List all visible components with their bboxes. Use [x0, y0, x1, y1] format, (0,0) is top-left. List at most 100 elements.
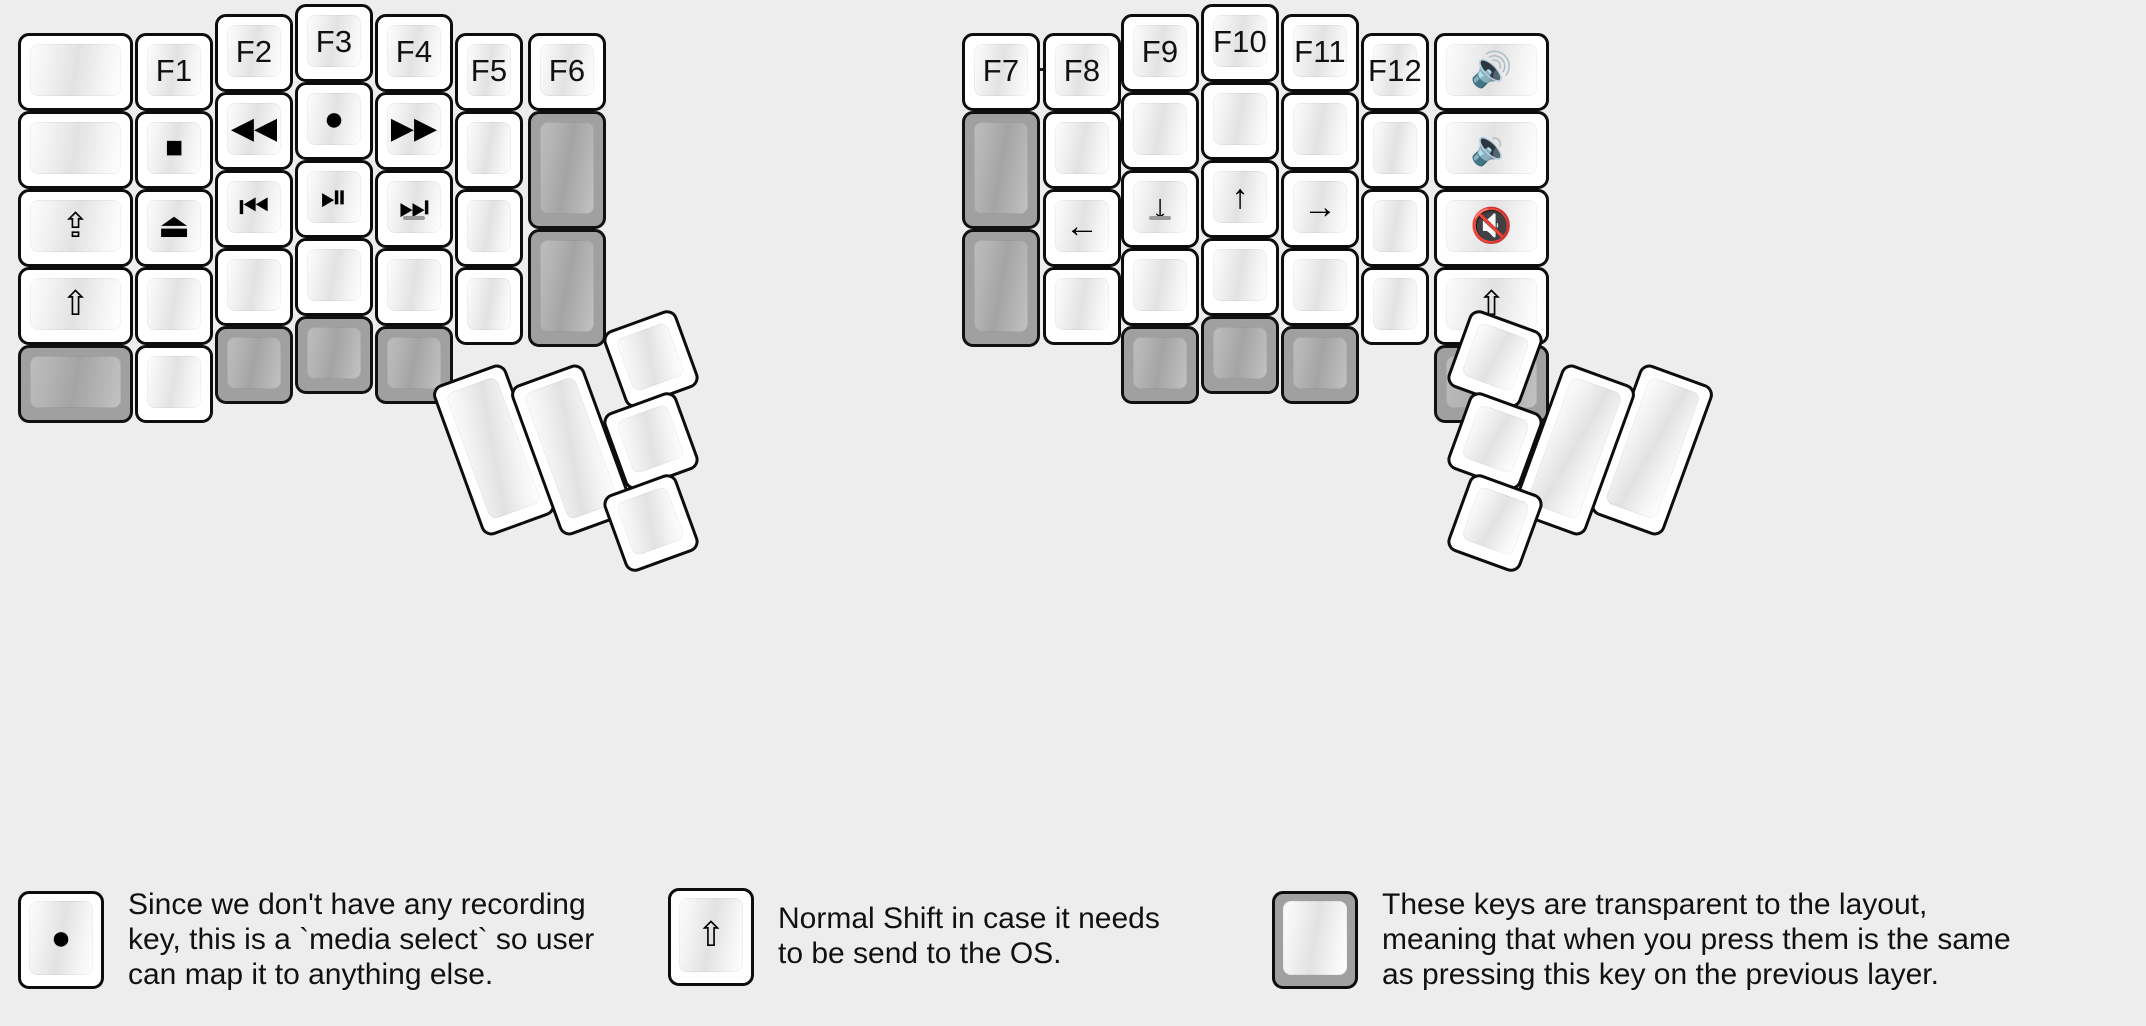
- key-col-outer-left-0[interactable]: [18, 33, 133, 111]
- keycap: ←: [1055, 200, 1109, 252]
- key-col-outer-left-4-transparent[interactable]: [18, 345, 133, 423]
- arrow-left-icon: ←: [1065, 207, 1099, 245]
- fast-forward-icon: ▶▶: [390, 112, 438, 145]
- prev-track-icon: ⏮: [238, 188, 270, 226]
- keycap: F10: [1213, 15, 1267, 67]
- keycap: [540, 240, 594, 332]
- key-col-f4-3[interactable]: [375, 248, 453, 326]
- key-col-f1-4[interactable]: [135, 345, 213, 423]
- key-col-f9-4-transparent[interactable]: [1121, 326, 1199, 404]
- keycap: ⇧: [30, 278, 121, 330]
- arrow-up-icon: ↑: [1231, 178, 1249, 216]
- key-col-f8-2[interactable]: ←: [1043, 189, 1121, 267]
- key-col-f7-1-transparent[interactable]: [962, 111, 1040, 229]
- shift-icon: ⇧: [61, 285, 90, 323]
- key-col-f11-4-transparent[interactable]: [1281, 326, 1359, 404]
- key-col-f10-1[interactable]: [1201, 82, 1279, 160]
- key-col-f9-3[interactable]: [1121, 248, 1199, 326]
- key-col-f5-3[interactable]: [455, 267, 523, 345]
- legend-text-0: Since we don't have any recording key, t…: [128, 888, 595, 991]
- key-col-f10-3[interactable]: [1201, 238, 1279, 316]
- key-col-outer-left-3[interactable]: ⇧: [18, 267, 133, 345]
- key-col-f2-3[interactable]: [215, 248, 293, 326]
- key-col-f3-4-transparent[interactable]: [295, 316, 373, 394]
- key-col-f12-2[interactable]: [1361, 189, 1429, 267]
- key-col-f1-1[interactable]: ■: [135, 111, 213, 189]
- keycap: ⏯: [307, 171, 361, 223]
- keycap: ⏮: [227, 181, 281, 233]
- keycap: [1133, 103, 1187, 155]
- key-col-f6-2-transparent[interactable]: [528, 229, 606, 347]
- keycap: 🔊: [1446, 44, 1537, 96]
- key-col-f7-0[interactable]: F7: [962, 33, 1040, 111]
- key-col-outer-right-1[interactable]: 🔉: [1434, 111, 1549, 189]
- key-col-f5-1[interactable]: [455, 111, 523, 189]
- keycap: →: [1293, 181, 1347, 233]
- key-col-f11-3[interactable]: [1281, 248, 1359, 326]
- key-col-f2-0[interactable]: F2: [215, 14, 293, 92]
- key-left-thumb-2[interactable]: [600, 307, 702, 411]
- key-col-f6-0[interactable]: F6: [528, 33, 606, 111]
- legend-item-0: ●Since we don't have any recording key, …: [18, 888, 594, 992]
- key-col-outer-left-2[interactable]: ⇪: [18, 189, 133, 267]
- key-col-f8-1[interactable]: [1043, 111, 1121, 189]
- keycap: [974, 122, 1028, 214]
- legend-text-2: These keys are transparent to the layout…: [1382, 888, 2011, 991]
- legend-key-1: ⇧: [668, 888, 754, 986]
- key-col-f4-2[interactable]: ⏭: [375, 170, 453, 248]
- key-col-f11-2[interactable]: →: [1281, 170, 1359, 248]
- key-col-f1-0[interactable]: F1: [135, 33, 213, 111]
- key-col-f3-3[interactable]: [295, 238, 373, 316]
- key-col-f9-2[interactable]: ↓: [1121, 170, 1199, 248]
- keycap: F11: [1293, 25, 1347, 77]
- key-col-f2-1[interactable]: ◀◀: [215, 92, 293, 170]
- key-col-f3-0[interactable]: F3: [295, 4, 373, 82]
- keycap: ⇪: [30, 200, 121, 252]
- key-col-outer-left-1[interactable]: [18, 111, 133, 189]
- arrow-down-icon: ↓: [1151, 188, 1169, 226]
- keycap: ↑: [1213, 171, 1267, 223]
- key-col-outer-right-0[interactable]: 🔊: [1434, 33, 1549, 111]
- key-col-f1-3[interactable]: [135, 267, 213, 345]
- keycap: [1055, 278, 1109, 330]
- key-col-f10-4-transparent[interactable]: [1201, 316, 1279, 394]
- key-col-f5-0[interactable]: F5: [455, 33, 523, 111]
- key-col-f4-1[interactable]: ▶▶: [375, 92, 453, 170]
- keycap: [974, 240, 1028, 332]
- key-col-f1-2[interactable]: ⏏: [135, 189, 213, 267]
- keycap: [540, 122, 594, 214]
- legend-item-2: These keys are transparent to the layout…: [1272, 888, 2011, 992]
- key-col-f10-2[interactable]: ↑: [1201, 160, 1279, 238]
- keycap: [1373, 122, 1417, 174]
- key-col-f4-0[interactable]: F4: [375, 14, 453, 92]
- key-col-f2-4-transparent[interactable]: [215, 326, 293, 404]
- keycap: ●: [307, 93, 361, 145]
- key-col-f12-3[interactable]: [1361, 267, 1429, 345]
- key-col-f7-2-transparent[interactable]: [962, 229, 1040, 347]
- key-col-f9-0[interactable]: F9: [1121, 14, 1199, 92]
- key-col-f12-0[interactable]: F12: [1361, 33, 1429, 111]
- key-col-f8-3[interactable]: [1043, 267, 1121, 345]
- key-col-f2-2[interactable]: ⏮: [215, 170, 293, 248]
- key-col-f3-2[interactable]: ⏯: [295, 160, 373, 238]
- keycap: 🔉: [1446, 122, 1537, 174]
- keycap: ↓: [1133, 181, 1187, 233]
- keycap: [307, 327, 361, 379]
- keycap: 🔇: [1446, 200, 1537, 252]
- keycap: [227, 337, 281, 389]
- key-label: F8: [1063, 52, 1101, 88]
- key-col-f12-1[interactable]: [1361, 111, 1429, 189]
- legend-key-0: ●: [18, 891, 104, 990]
- key-col-f5-2[interactable]: [455, 189, 523, 267]
- legend-item-1: ⇧Normal Shift in case it needs to be sen…: [668, 888, 1160, 986]
- key-col-f6-1-transparent[interactable]: [528, 111, 606, 229]
- key-col-f8-0[interactable]: F8: [1043, 33, 1121, 111]
- keycap: [1293, 103, 1347, 155]
- key-col-f3-1[interactable]: ●: [295, 82, 373, 160]
- key-col-outer-right-2[interactable]: 🔇: [1434, 189, 1549, 267]
- keycap: [147, 356, 201, 408]
- key-col-f9-1[interactable]: [1121, 92, 1199, 170]
- key-col-f11-1[interactable]: [1281, 92, 1359, 170]
- key-col-f10-0[interactable]: F10: [1201, 4, 1279, 82]
- key-col-f11-0[interactable]: F11: [1281, 14, 1359, 92]
